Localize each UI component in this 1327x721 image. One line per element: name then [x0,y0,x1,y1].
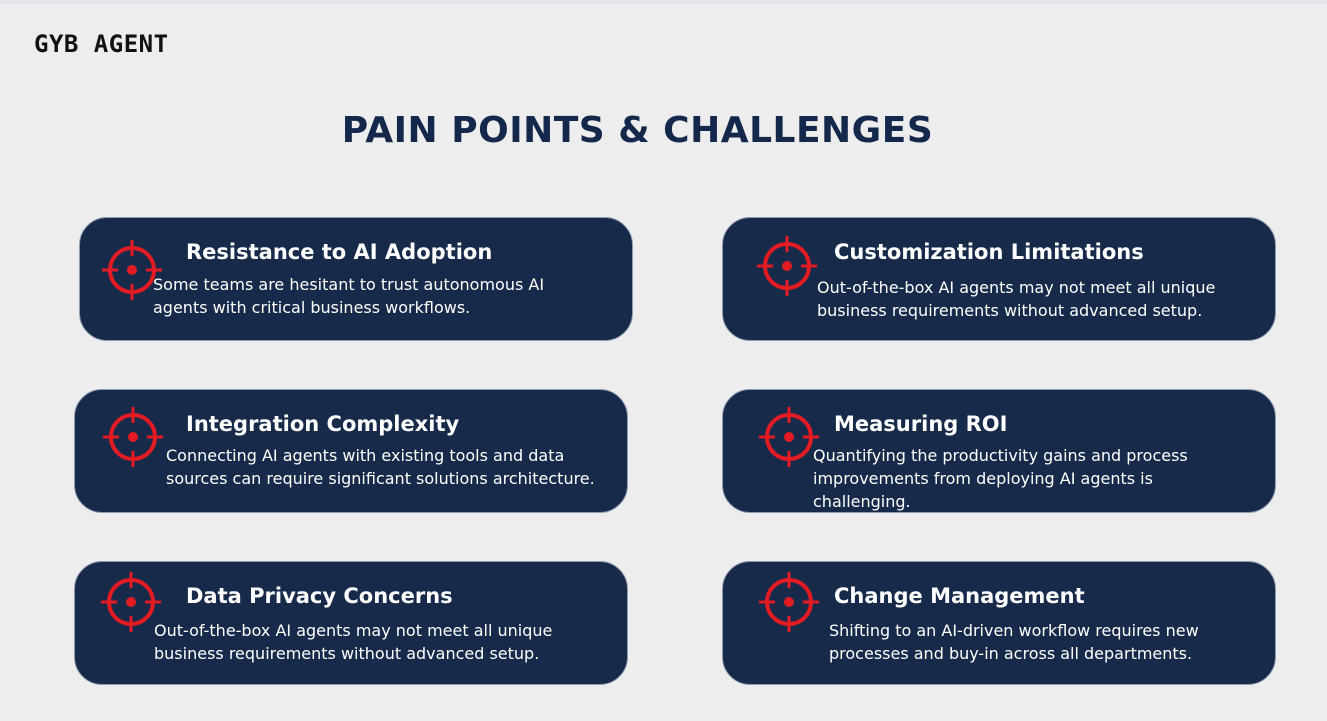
pain-point-card-change-management: Change Management Shifting to an AI-driv… [722,561,1276,685]
target-crosshair-icon [101,572,161,632]
pain-point-card-roi: Measuring ROI Quantifying the productivi… [722,389,1276,513]
card-title: Resistance to AI Adoption [186,240,493,264]
card-description: Out-of-the-box AI agents may not meet al… [817,278,1216,320]
top-strip [0,0,1327,4]
card-description: Out-of-the-box AI agents may not meet al… [154,621,553,663]
target-crosshair-icon [102,240,162,300]
pain-point-card-customization: Customization Limitations Out-of-the-box… [722,217,1276,341]
brand-logo: GYB AGENT [34,30,169,58]
target-crosshair-icon [757,236,817,296]
page-title: PAIN POINTS & CHALLENGES [341,110,934,151]
card-title: Measuring ROI [834,412,1008,436]
card-description: Shifting to an AI-driven workflow requir… [829,621,1199,663]
pain-point-card-data-privacy: Data Privacy Concerns Out-of-the-box AI … [74,561,628,685]
pain-point-card-integration: Integration Complexity Connecting AI age… [74,389,628,513]
card-title: Change Management [834,584,1085,608]
card-title: Integration Complexity [186,412,460,436]
target-crosshair-icon [103,407,163,467]
target-crosshair-icon [759,572,819,632]
target-crosshair-icon [759,407,819,467]
pain-point-card-resistance: Resistance to AI Adoption Some teams are… [79,217,633,341]
card-description: Some teams are hesitant to trust autonom… [153,275,545,317]
card-description: Quantifying the productivity gains and p… [813,446,1188,511]
card-title: Customization Limitations [834,240,1144,264]
card-description: Connecting AI agents with existing tools… [166,446,595,488]
card-title: Data Privacy Concerns [186,584,453,608]
